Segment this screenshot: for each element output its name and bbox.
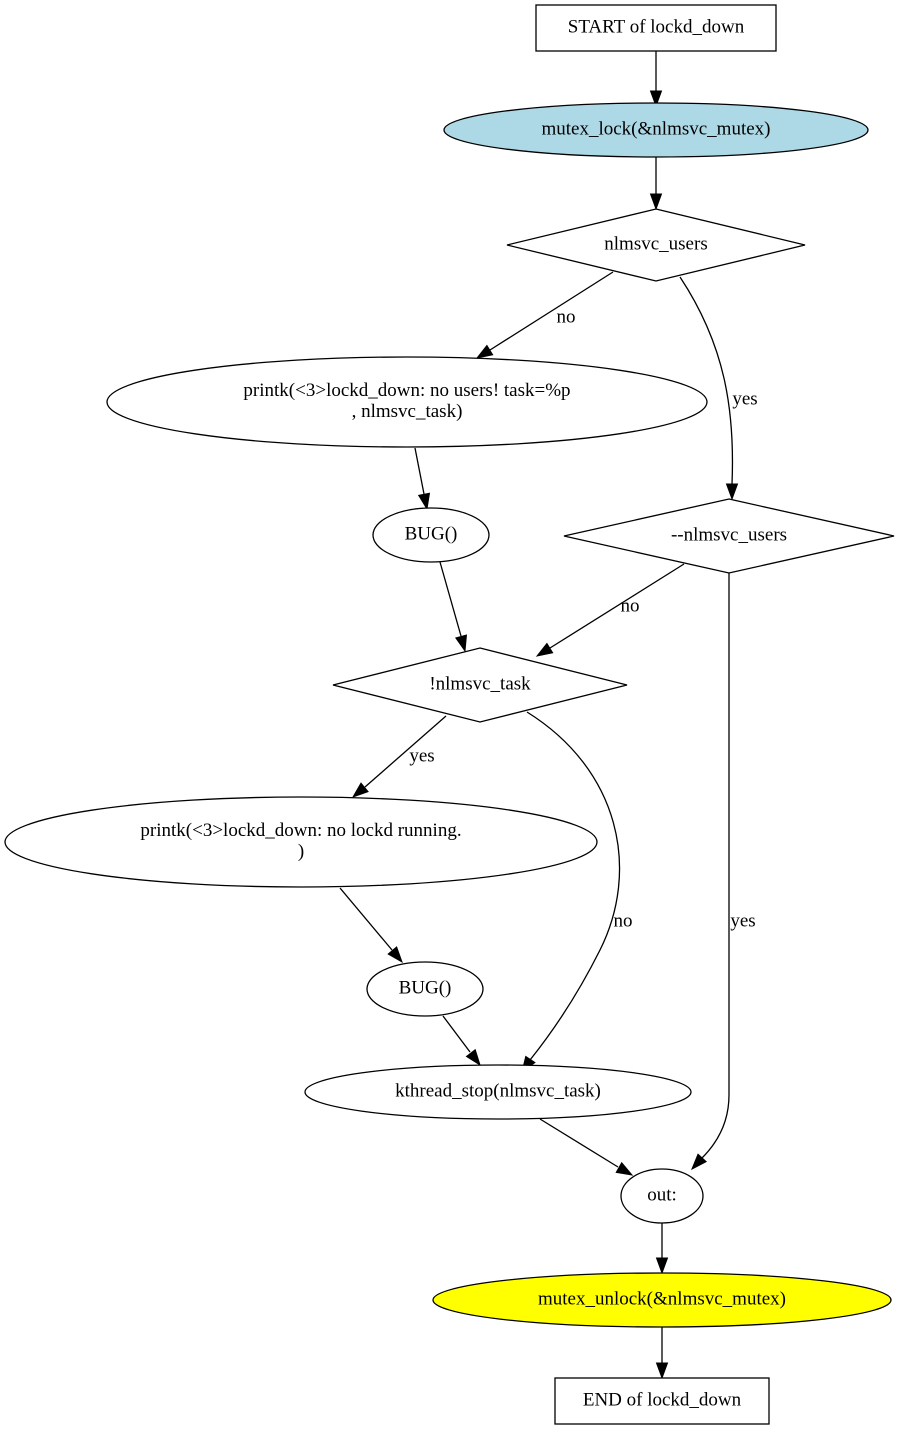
edge-line: [539, 1118, 619, 1168]
arrowhead-icon: [387, 946, 403, 964]
node-shape-ellipse: [620, 1168, 704, 1224]
edge-line: [442, 1015, 471, 1053]
edge-decusers-notask: no: [535, 563, 685, 657]
arrowhead-icon: [615, 1161, 634, 1176]
arrowhead-icon: [649, 90, 663, 108]
node-shape-ellipse: [432, 1272, 892, 1328]
edge-line: [364, 715, 447, 788]
arrowhead-icon: [351, 782, 369, 798]
edge-line: [679, 276, 734, 485]
edge-printk1-bug1: [414, 447, 431, 511]
arrowhead-icon: [655, 1257, 669, 1275]
edge-label-no: no: [614, 910, 633, 931]
node-shape-box: [535, 4, 777, 52]
node-label: kthread_stop(nlmsvc_task): [395, 1080, 601, 1101]
edge-kthread-out: [539, 1118, 634, 1176]
node-end: END of lockd_down: [554, 1377, 770, 1425]
node-start: START of lockd_down: [535, 4, 777, 52]
edge-bug2-kthread: [442, 1015, 481, 1067]
edge-notask-printk2: yes: [351, 715, 447, 798]
edge-start-lock: [649, 51, 663, 108]
arrowhead-icon: [691, 1153, 708, 1171]
edge-notask-kthread: no: [521, 711, 633, 1074]
edge-line: [489, 271, 614, 351]
node-notask: !nlmsvc_task: [332, 647, 628, 723]
node-decusers: --nlmsvc_users: [563, 498, 895, 574]
node-shape-diamond: [506, 208, 806, 282]
node-label: ): [298, 841, 304, 862]
arrowhead-icon: [535, 642, 554, 657]
edge-line: [549, 563, 685, 649]
node-label: BUG(): [405, 523, 458, 544]
node-shape-box: [554, 1377, 770, 1425]
node-label: printk(<3>lockd_down: no lockd running.: [140, 820, 461, 841]
node-label: --nlmsvc_users: [671, 524, 787, 545]
node-printk2: printk(<3>lockd_down: no lockd running.): [4, 796, 598, 888]
edge-label-no: no: [557, 306, 576, 327]
node-bug1: BUG(): [372, 507, 490, 563]
edge-lock-users: [649, 157, 663, 211]
edge-line: [414, 447, 425, 495]
node-users: nlmsvc_users: [506, 208, 806, 282]
edge-line: [339, 887, 393, 951]
edge-line: [439, 561, 462, 637]
arrowhead-icon: [649, 193, 663, 211]
node-shape-ellipse: [304, 1064, 692, 1120]
arrowhead-icon: [655, 1362, 669, 1380]
edge-label-yes: yes: [732, 388, 757, 409]
node-label: , nlmsvc_task): [352, 401, 463, 422]
node-unlock: mutex_unlock(&nlmsvc_mutex): [432, 1272, 892, 1328]
node-lock: mutex_lock(&nlmsvc_mutex): [443, 102, 869, 158]
node-shape-diamond: [332, 647, 628, 723]
node-label: mutex_lock(&nlmsvc_mutex): [541, 118, 770, 139]
edge-label-yes: yes: [730, 910, 755, 931]
arrowhead-icon: [417, 492, 431, 511]
node-bug2: BUG(): [366, 961, 484, 1017]
edge-label-yes: yes: [409, 745, 434, 766]
arrowhead-icon: [465, 1048, 481, 1067]
edge-line: [701, 573, 730, 1159]
node-label: printk(<3>lockd_down: no users! task=%p: [243, 380, 570, 401]
edge-out-unlock: [655, 1223, 669, 1275]
edge-decusers-out: yes: [691, 573, 756, 1171]
edge-label-no: no: [621, 595, 640, 616]
node-label: mutex_unlock(&nlmsvc_mutex): [538, 1288, 786, 1309]
node-shape-ellipse: [4, 796, 598, 888]
edge-line: [526, 711, 621, 1061]
edge-users-decusers: yes: [679, 276, 758, 501]
node-out: out:: [620, 1168, 704, 1224]
node-label: !nlmsvc_task: [429, 673, 531, 694]
edge-bug1-notask: [439, 561, 468, 653]
node-label: START of lockd_down: [568, 16, 745, 37]
node-layer: START of lockd_down mutex_lock(&nlmsvc_mu…: [4, 4, 895, 1425]
arrowhead-icon: [455, 634, 468, 653]
node-shape-ellipse: [443, 102, 869, 158]
arrowhead-icon: [725, 483, 739, 501]
edge-unlock-end: [655, 1327, 669, 1380]
edge-users-printk1: no: [475, 271, 614, 359]
node-label: out:: [647, 1184, 677, 1205]
node-shape-ellipse: [366, 961, 484, 1017]
node-label: nlmsvc_users: [604, 233, 707, 254]
node-printk1: printk(<3>lockd_down: no users! task=%p,…: [106, 356, 708, 448]
node-shape-ellipse: [372, 507, 490, 563]
edge-printk2-bug2: [339, 887, 403, 964]
node-shape-ellipse: [106, 356, 708, 448]
arrowhead-icon: [475, 344, 494, 359]
node-kthread: kthread_stop(nlmsvc_task): [304, 1064, 692, 1120]
node-label: BUG(): [399, 977, 452, 998]
node-shape-diamond: [563, 498, 895, 574]
node-label: END of lockd_down: [583, 1389, 742, 1410]
